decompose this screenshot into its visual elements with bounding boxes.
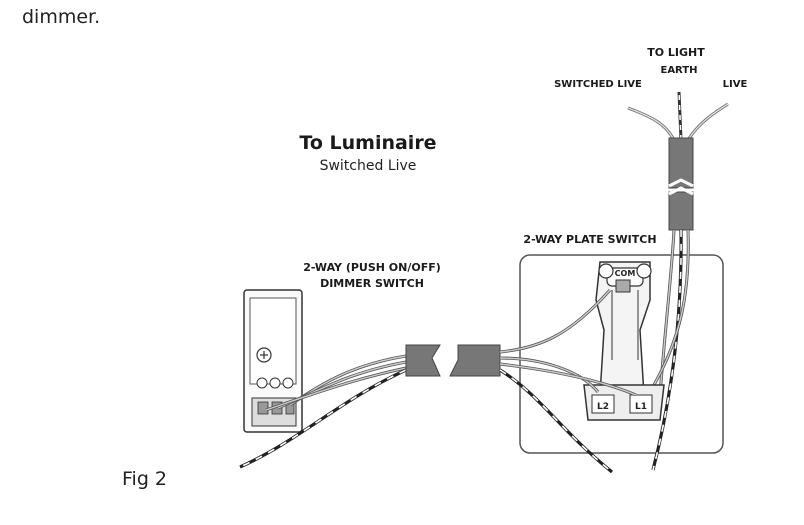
intro-text: dimmer. (22, 6, 101, 28)
terminal-com-label: COM (615, 269, 636, 278)
live-label: LIVE (723, 79, 748, 90)
terminal-l2-label: L2 (597, 402, 609, 412)
earth-label: EARTH (660, 65, 697, 76)
to-luminaire-sub-label: Switched Live (320, 158, 417, 174)
switched-live-label: SWITCHED LIVE (554, 79, 642, 90)
to-luminaire-label: To Luminaire (299, 132, 436, 154)
to-light-label: TO LIGHT (647, 46, 705, 59)
interconnect-cable (239, 289, 637, 474)
plate-switch-label: 2-WAY PLATE SWITCH (523, 233, 656, 246)
dimmer-label-line2: DIMMER SWITCH (320, 277, 424, 290)
light-cable (627, 91, 729, 471)
switch-mechanism: COM L2 L1 (583, 261, 665, 421)
dimmer-label-line1: 2-WAY (PUSH ON/OFF) (303, 261, 441, 274)
terminal-l1-label: L1 (635, 402, 647, 412)
figure-caption: Fig 2 (122, 468, 168, 490)
dimmer-switch (243, 289, 303, 433)
